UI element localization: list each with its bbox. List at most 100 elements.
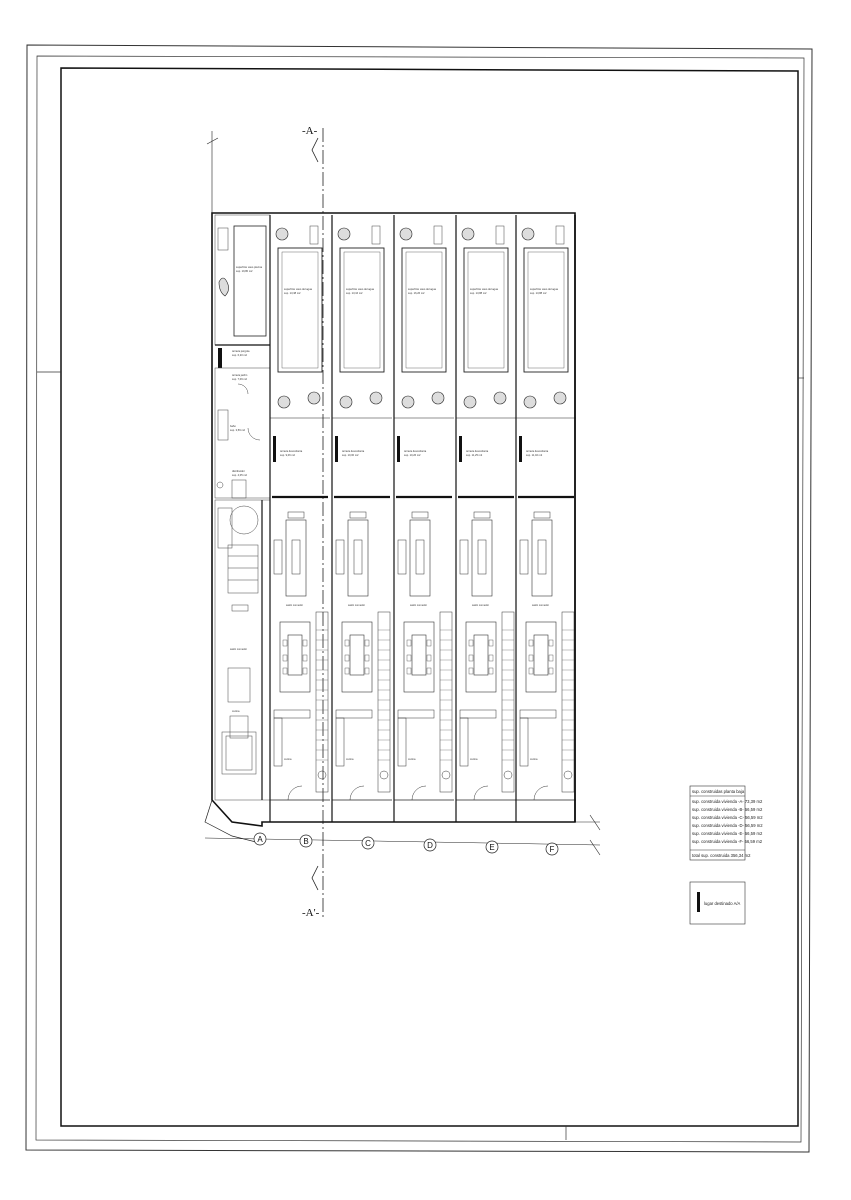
plant (463, 395, 477, 409)
unit-a-hall-area: sup. 6,20 m2 (232, 353, 248, 357)
pool-inner (467, 251, 505, 369)
sunbed (309, 225, 319, 245)
chair (426, 667, 432, 675)
unit-b-garden-area: sup. 9,06 m2 (280, 453, 296, 457)
unit-d-garden-area: sup. 10,26 m2 (404, 453, 421, 457)
pool-outline (339, 247, 385, 373)
unit-c-pool-label: superficie vaso del agua (346, 287, 375, 291)
unit-e-living-label: salón comedor (472, 603, 489, 607)
unit-e-kitchen-label: cocina (470, 757, 478, 761)
chair (468, 639, 474, 647)
areas-total: total sup. construida 356,34 m2 (692, 853, 751, 858)
aa-unit (335, 436, 338, 462)
chair (344, 667, 350, 675)
dining-rug (525, 621, 557, 693)
section-cut-line (206, 128, 324, 920)
plant (461, 227, 475, 241)
unit-d-pool-label: superficie vaso del agua (408, 287, 437, 291)
unit-b-garden-label: terraza descubierta (280, 449, 303, 453)
wc (503, 770, 513, 780)
areas-row-f: sup. construida vivienda -F- 56,59 m2 (692, 839, 763, 844)
kitchen-counter (335, 709, 373, 719)
dining-rug (465, 621, 497, 693)
axis-label-d: D (427, 841, 433, 850)
armchair (533, 511, 551, 519)
dining-rug (403, 621, 435, 693)
chair (528, 654, 534, 662)
unit-a-kitchen-label: cocina (232, 709, 240, 713)
plant (275, 227, 289, 241)
door-swing (349, 785, 365, 801)
aa-unit (519, 436, 522, 462)
unit-a-garden-label: terraza jardín (232, 373, 248, 377)
axis-circle-c (361, 836, 375, 850)
areas-table (689, 785, 746, 861)
kitchen-counter (335, 717, 345, 767)
sunbed (433, 225, 443, 245)
sofa (397, 539, 407, 575)
building-outline (204, 212, 601, 856)
chair (406, 639, 412, 647)
sofa (273, 539, 283, 575)
pool-outline (523, 247, 569, 373)
sunbed (371, 225, 381, 245)
plant (277, 395, 291, 409)
plant (399, 227, 413, 241)
chair (302, 667, 308, 675)
unit-a-bath-area: sup. 3,59 m2 (230, 428, 246, 432)
chair (548, 654, 554, 662)
plant (339, 395, 353, 409)
chair (426, 639, 432, 647)
stair (315, 611, 329, 793)
unit-d-living-label: salón comedor (410, 603, 427, 607)
plant (369, 391, 383, 405)
unit-f-pool-label: superficie vaso del agua (530, 287, 559, 291)
sofa (459, 539, 469, 575)
axis-circle-b (299, 834, 313, 848)
aa-unit (459, 436, 462, 462)
pool-outline (401, 247, 447, 373)
dining-table (349, 634, 365, 676)
unit-c-living-label: salón comedor (348, 603, 365, 607)
stair (501, 611, 515, 793)
chair (364, 654, 370, 662)
sofa (519, 539, 529, 575)
areas-row-a: sup. construida vivienda -A- 73,39 m2 (692, 799, 763, 804)
armchair (287, 511, 305, 519)
chair (488, 654, 494, 662)
unit-e-pool-area: sup. 13,88 m2 (470, 291, 487, 295)
coffee-table (353, 539, 363, 575)
unit-f-kitchen-label: cocina (530, 757, 538, 761)
areas-table-header: sup. construidas planta baja (692, 789, 745, 794)
plant (553, 391, 567, 405)
unit-a-hall-label: terraza pérgola (232, 349, 250, 353)
dining-table (533, 634, 549, 676)
sunbed (555, 225, 565, 245)
rug (285, 519, 307, 597)
sunbed (495, 225, 505, 245)
legend-label: lugar destinado A/A (704, 901, 741, 906)
pool-inner (405, 251, 443, 369)
wc (563, 770, 573, 780)
axis-circle-e (485, 840, 499, 854)
plant (307, 391, 321, 405)
axis-label-f: F (550, 845, 555, 854)
areas-row-b: sup. construida vivienda -B- 56,59 m2 (692, 807, 763, 812)
dining-rug (341, 621, 373, 693)
areas-row-e: sup. construida vivienda -E- 56,59 m2 (692, 831, 763, 836)
unit-f-pool-area: sup. 13,88 m2 (530, 291, 547, 295)
kitchen-counter (519, 709, 557, 719)
chair (528, 667, 534, 675)
unit-d-garden-label: terraza descubierta (404, 449, 427, 453)
pool-outline (463, 247, 509, 373)
kitchen-counter (459, 717, 469, 767)
kitchen-counter (273, 709, 311, 719)
unit-a-plan (214, 214, 271, 801)
dining-table (473, 634, 489, 676)
unit-a-pool-area: sup. 19,80 m2 (236, 269, 253, 273)
stair (377, 611, 391, 793)
dining-rug (279, 621, 311, 693)
